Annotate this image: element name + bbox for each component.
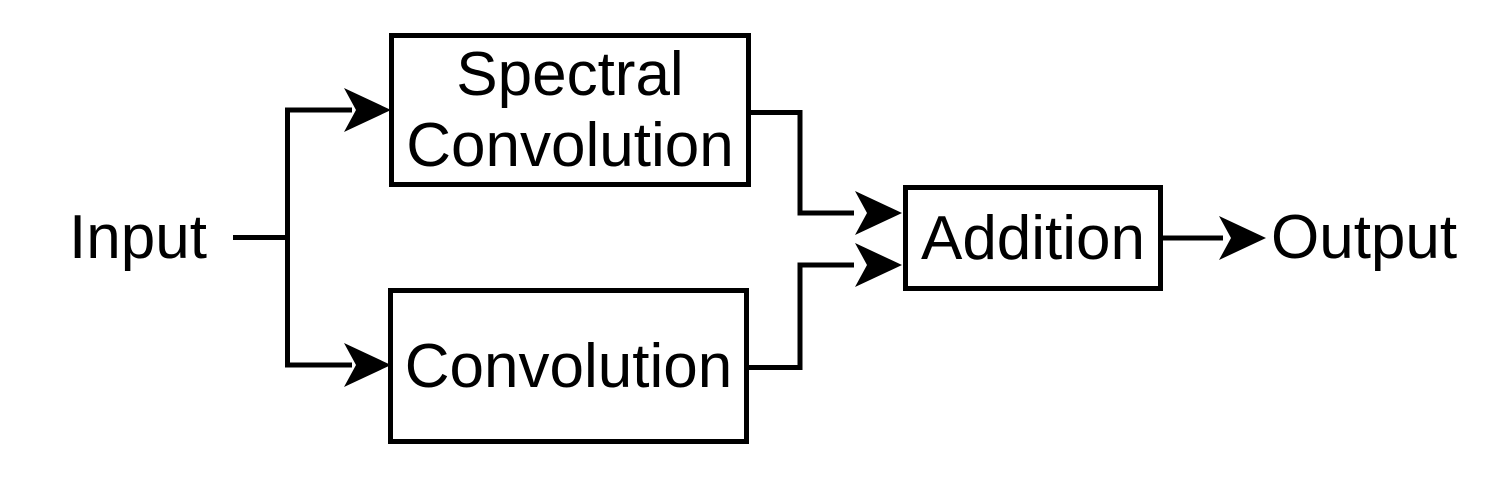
node-spectral-convolution-label: Spectral Convolution <box>406 40 734 180</box>
input-label: Input <box>69 203 207 272</box>
edge-convolution-to-addition <box>748 262 854 370</box>
arrowhead-input-to-spectral-icon <box>344 88 391 132</box>
arrowhead-input-to-convolution-icon <box>344 343 391 387</box>
output-label: Output <box>1271 203 1458 272</box>
node-convolution: Convolution <box>388 288 749 444</box>
node-spectral-convolution: Spectral Convolution <box>389 33 751 187</box>
edge-spectral-to-addition <box>750 110 854 216</box>
node-addition: Addition <box>903 185 1163 291</box>
node-addition-label: Addition <box>920 203 1146 273</box>
arrowhead-addition-to-output-icon <box>1219 216 1266 260</box>
arrowhead-spectral-to-addition-icon <box>855 191 902 235</box>
node-convolution-label: Convolution <box>404 331 733 401</box>
arrowhead-convolution-to-addition-icon <box>855 243 902 287</box>
